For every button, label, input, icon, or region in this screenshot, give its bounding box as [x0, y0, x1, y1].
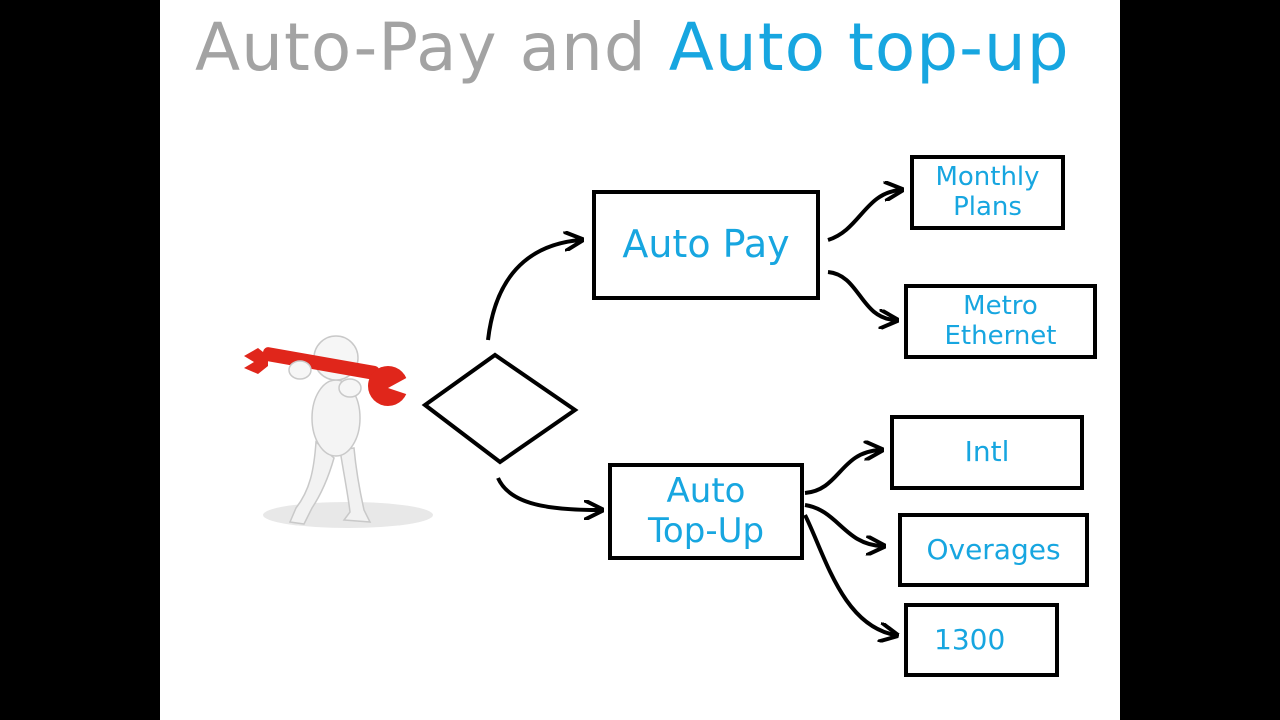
- auto-pay-box: Auto Pay: [592, 190, 820, 300]
- arrow-to-metro-ethernet: [827, 270, 895, 320]
- arrow-to-overages: [804, 503, 882, 546]
- arrow-to-intl: [804, 450, 880, 495]
- 1300-box: 1300: [904, 603, 1059, 677]
- metro-ethernet-box: Metro Ethernet: [904, 284, 1097, 359]
- slide: Auto-Pay and Auto top-up Auto Pay Auto T…: [160, 0, 1120, 720]
- overages-box: Overages: [898, 513, 1089, 587]
- flow-diagram: [421, 0, 1120, 720]
- decision-diamond: [421, 352, 579, 465]
- slide-title: Auto-Pay and Auto top-up: [195, 8, 1070, 88]
- title-part-blue: Auto top-up: [668, 9, 1070, 86]
- arrow-to-1300: [803, 514, 895, 635]
- monthly-plans-box: Monthly Plans: [910, 155, 1065, 230]
- arrow-to-auto-pay: [486, 240, 580, 341]
- arrow-to-auto-topup: [496, 477, 600, 510]
- arrow-to-monthly-plans: [827, 190, 900, 242]
- intl-box: Intl: [890, 415, 1084, 490]
- auto-topup-box: Auto Top-Up: [608, 463, 804, 560]
- person-with-wrench-icon: [244, 335, 433, 528]
- title-part-gray: Auto-Pay and: [195, 9, 669, 86]
